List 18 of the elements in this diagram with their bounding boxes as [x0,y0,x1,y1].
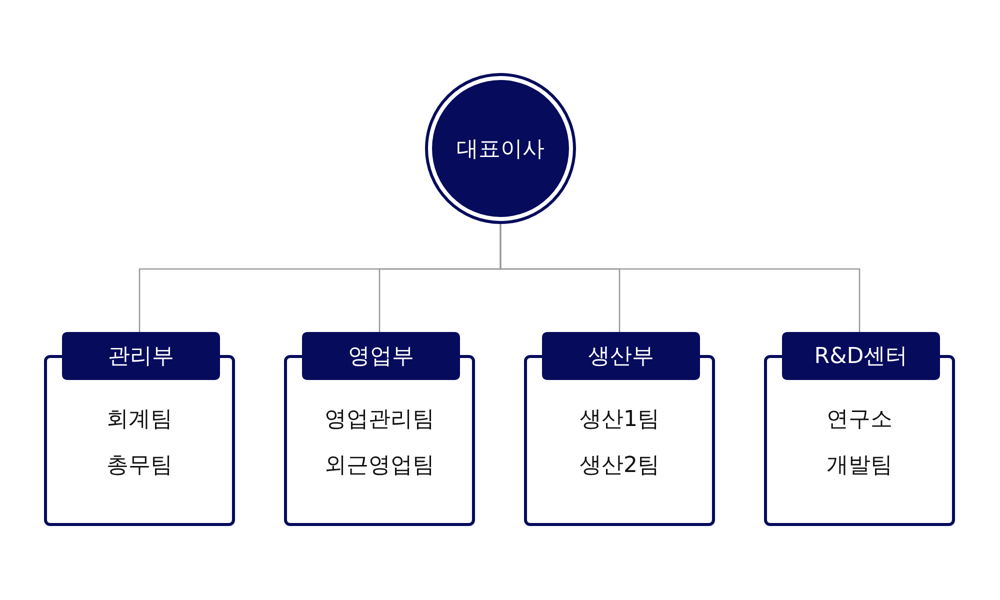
team-name: 생산2팀 [580,452,660,480]
team-name: 연구소 [826,406,892,434]
department-box [44,332,235,526]
department-box [524,332,715,526]
team-name: 생산1팀 [580,406,660,434]
connector-line [500,224,860,332]
team-name: 회계팀 [106,406,172,434]
department-tab: R&D센터 [782,332,940,380]
circle-node: 대표이사 [425,73,576,224]
department-tab: 관리부 [62,332,220,380]
department-tab: 영업부 [302,332,460,380]
department-tab: 생산부 [542,332,700,380]
department-box [764,332,955,526]
team-name: 영업관리팀 [324,406,434,434]
team-name: 개발팀 [826,452,892,480]
team-name: 외근영업팀 [324,452,434,480]
department-box [284,332,475,526]
team-name: 총무팀 [106,452,172,480]
